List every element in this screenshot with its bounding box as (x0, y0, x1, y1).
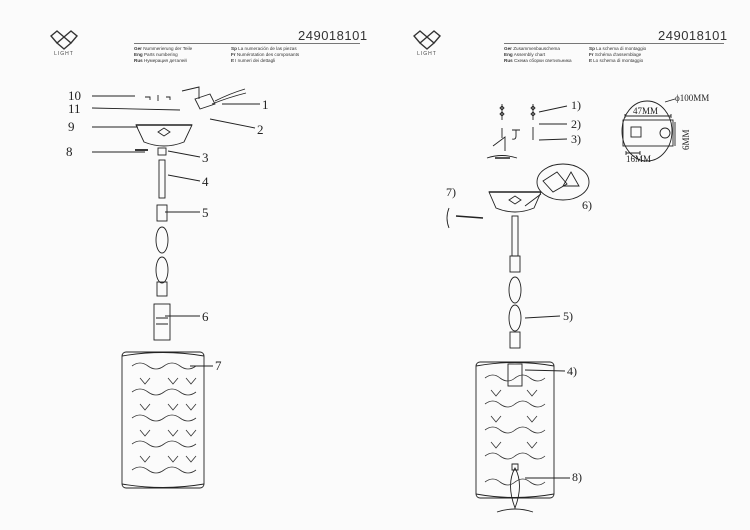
logo-mark-icon (413, 30, 441, 50)
parts-drawing (91, 86, 260, 489)
part-label-7: 7 (215, 358, 222, 373)
brand-logo: LIGHT (413, 30, 441, 57)
model-number: 249018101 (298, 28, 368, 43)
step-label-1: 1) (571, 98, 581, 112)
brand-logo: LIGHT (50, 30, 78, 57)
dimension-depth: 16MM (626, 154, 652, 164)
logo-word: LIGHT (54, 51, 74, 57)
logo-word: LIGHT (417, 51, 437, 57)
step-label-4: 4) (567, 364, 577, 378)
part-label-8: 8 (66, 144, 73, 159)
step-label-6: 6) (582, 198, 592, 212)
part-label-4: 4 (202, 174, 209, 189)
parts-numbering-page: LIGHT 249018101 Ger Nummerierung der Tei… (50, 28, 368, 489)
part-label-10: 10 (68, 88, 81, 103)
part-label-6: 6 (202, 309, 209, 324)
step-label-7: 7) (446, 185, 456, 199)
header-rule (504, 43, 724, 44)
dimension-width: 47MM (633, 106, 659, 116)
model-number: 249018101 (658, 28, 728, 43)
part-label-1: 1 (262, 97, 269, 112)
part-label-5: 5 (202, 205, 209, 220)
step-label-5: 5) (563, 309, 573, 323)
header-rule (134, 43, 360, 44)
step-label-2: 2) (571, 117, 581, 131)
part-label-2: 2 (257, 122, 264, 137)
part-label-11: 11 (68, 101, 81, 116)
logo-mark-icon (50, 30, 78, 50)
assembly-drawing (446, 98, 676, 513)
dimension-height: 6MM (681, 129, 691, 150)
part-label-9: 9 (68, 119, 75, 134)
step-label-3: 3) (571, 132, 581, 146)
step-label-8: 8) (572, 470, 582, 484)
dimension-diameter: ϕ100MM (675, 93, 710, 103)
assembly-chart-page: LIGHT 249018101 Ger Zusammenbauschema En… (375, 0, 750, 530)
part-label-3: 3 (202, 150, 209, 165)
